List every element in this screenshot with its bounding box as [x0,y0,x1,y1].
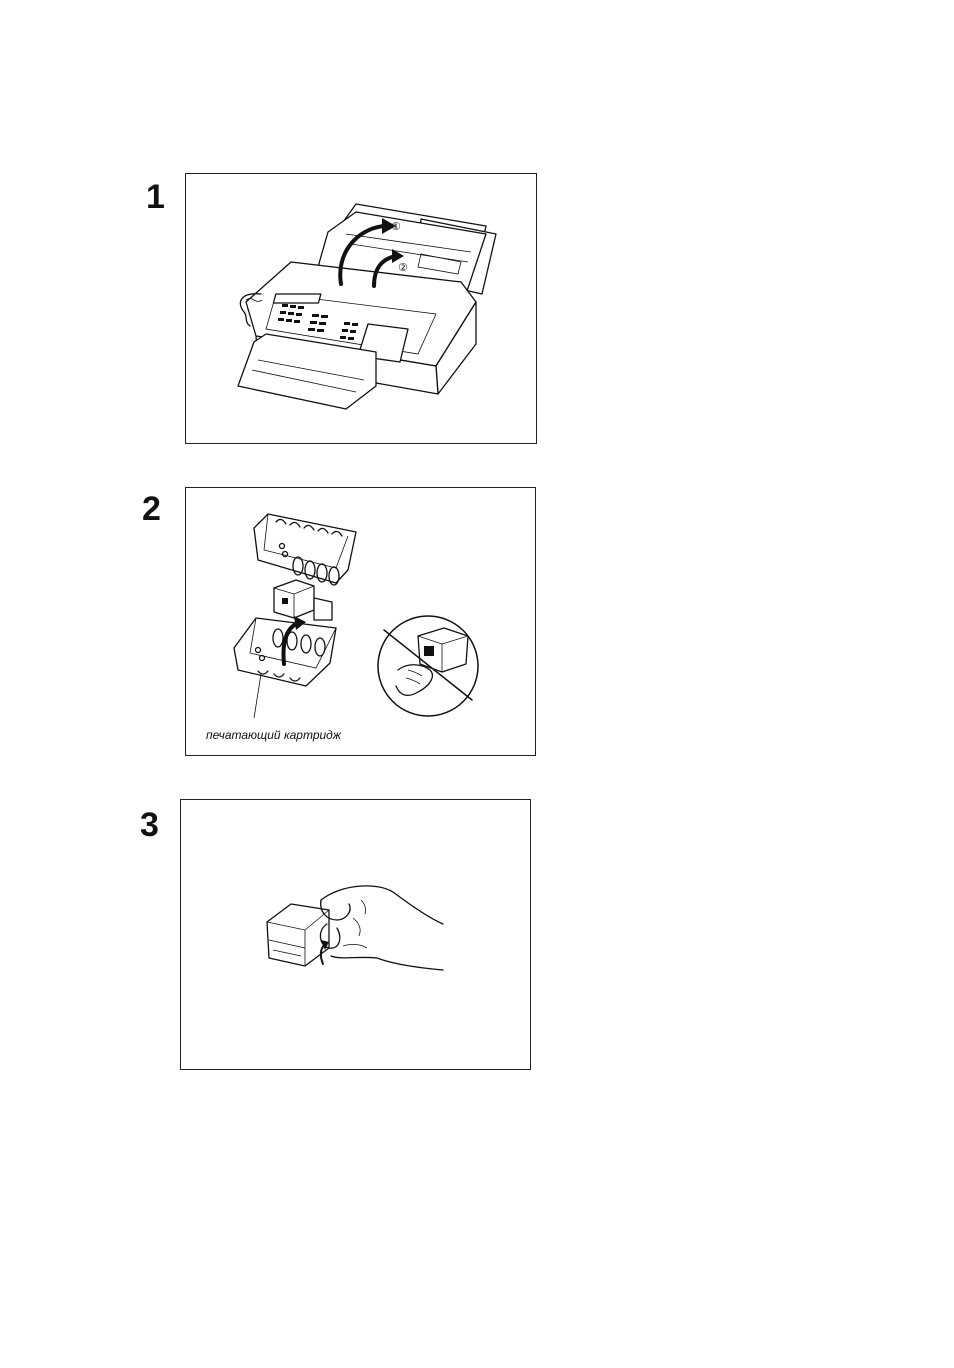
fax-machine-illustration: ① ② [186,174,538,445]
step-number: 3 [140,808,159,842]
cartridge-unpack-illustration [186,488,537,757]
step-number: 1 [146,180,165,214]
marker-1: ① [391,220,401,233]
illustration-panel-fax-open-cover: ① ② [185,173,537,444]
illustration-panel-hold-cartridge [180,799,531,1070]
illustration-panel-unpack-cartridge: печатающий картридж [185,487,536,756]
marker-2: ② [398,261,408,274]
step-number: 2 [142,492,161,526]
hand-holding-cartridge-illustration [181,800,532,1071]
caption-print-cartridge: печатающий картридж [206,728,341,742]
